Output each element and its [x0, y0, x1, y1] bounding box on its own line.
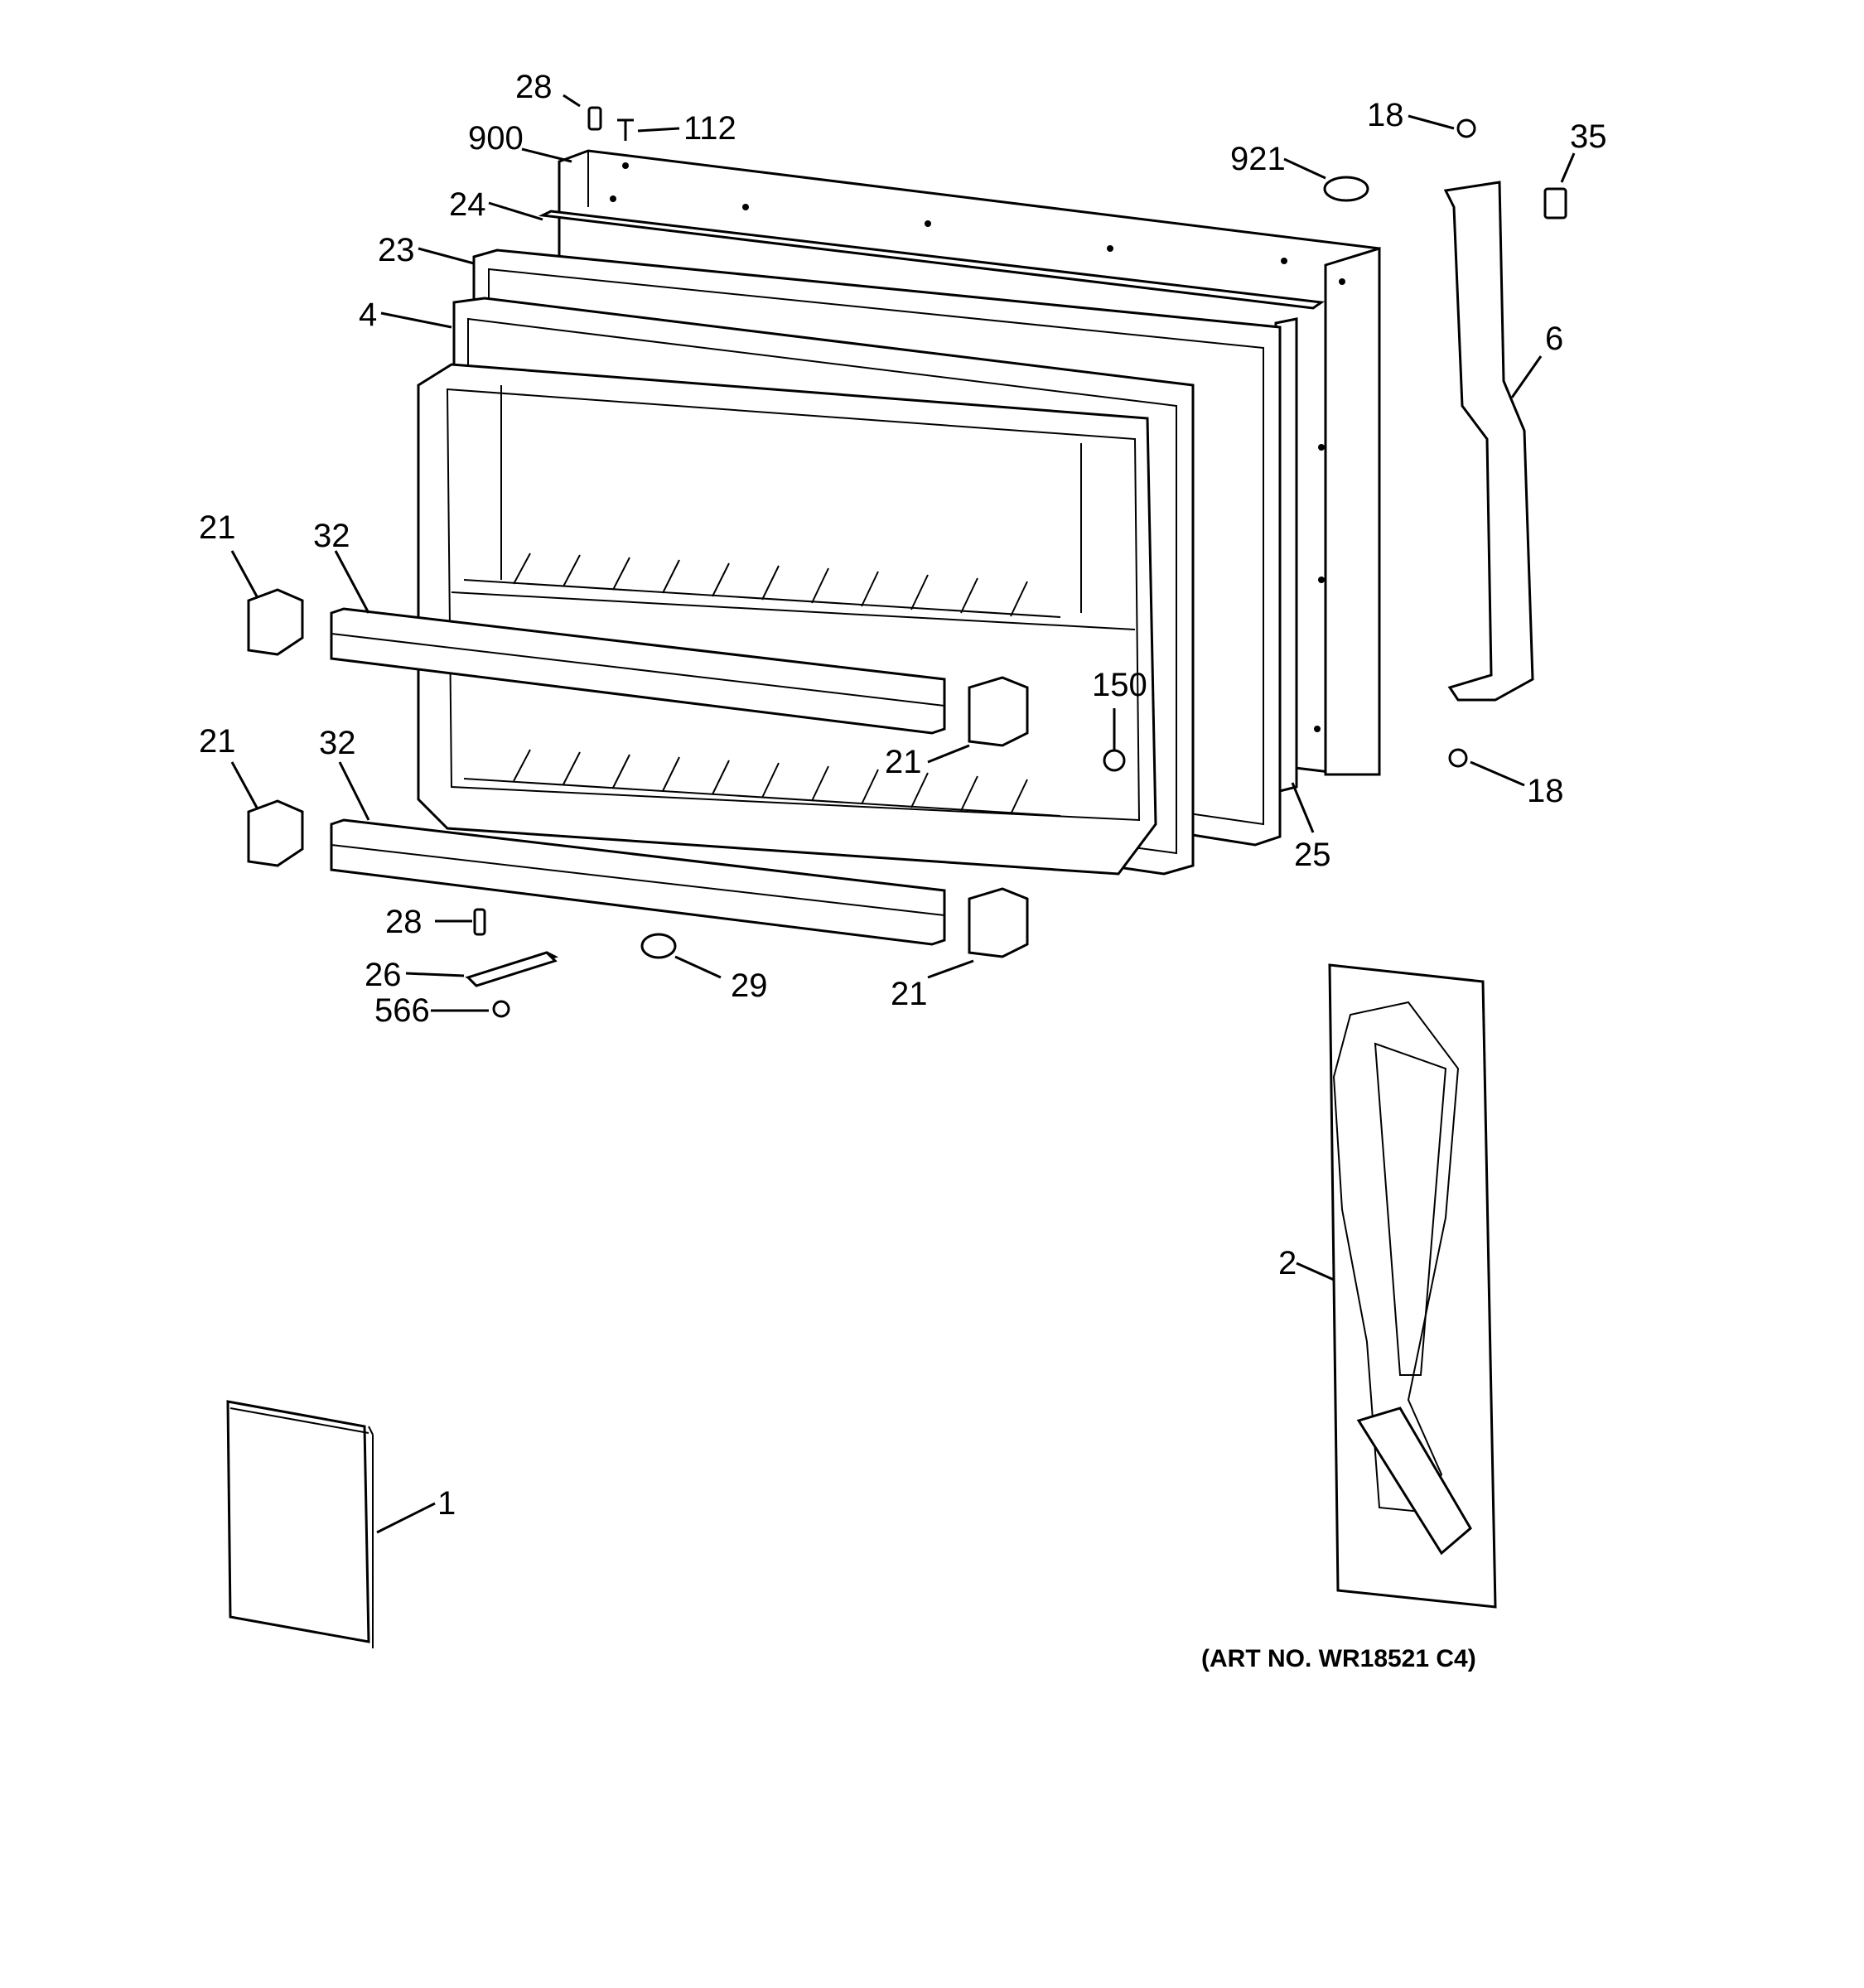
callout-21-right-upper: 21: [885, 744, 922, 780]
screw-28-bottom: [473, 908, 486, 936]
screw-150: [1103, 749, 1126, 772]
door-handle: [1443, 181, 1534, 702]
callout-23: 23: [378, 232, 415, 268]
callout-18-top: 18: [1367, 97, 1404, 133]
shelf-ribs-upper: [463, 552, 1061, 618]
screw-28-top: [587, 106, 602, 131]
callout-1: 1: [437, 1485, 456, 1522]
callout-6: 6: [1545, 321, 1563, 357]
callout-24: 24: [449, 186, 486, 223]
callout-32-upper: 32: [313, 518, 350, 554]
callout-28-top: 28: [515, 69, 553, 105]
screw-112: [617, 118, 634, 141]
shelf-bar-lower: [330, 818, 946, 946]
plate-26: [465, 951, 558, 987]
screw-18-bottom: [1448, 748, 1468, 768]
top-foam-strip: [538, 210, 1326, 310]
callout-32-lower: 32: [319, 725, 356, 761]
callout-26: 26: [365, 957, 402, 993]
callout-150: 150: [1092, 667, 1147, 703]
callout-112: 112: [683, 110, 736, 147]
callout-18-bottom: 18: [1527, 773, 1564, 809]
end-cap-left-upper: [247, 588, 304, 656]
leader-lines: [230, 94, 1576, 1534]
callout-25: 25: [1294, 837, 1331, 873]
plug-921: [1323, 176, 1369, 202]
callout-4: 4: [359, 297, 377, 333]
handle-package: [1328, 963, 1497, 1609]
end-cap-left-lower: [247, 799, 304, 867]
callout-21-left-lower: 21: [199, 723, 236, 760]
callout-2: 2: [1278, 1245, 1297, 1281]
door-shelf-bin: [417, 363, 1157, 876]
callout-labels: 28 112 900 24 23 4 921 18 35 6 21 32 21 …: [199, 69, 1607, 1672]
callout-900: 900: [468, 120, 524, 157]
end-cap-right-upper: [968, 676, 1029, 747]
owners-manual: [226, 1400, 374, 1648]
screw-18-top: [1456, 118, 1476, 138]
screw-566: [492, 1000, 510, 1018]
callout-21-right-lower: 21: [891, 976, 928, 1012]
art-number: (ART NO. WR18521 C4): [1201, 1645, 1476, 1672]
callout-35: 35: [1570, 118, 1607, 155]
callout-28-bottom: 28: [385, 904, 423, 940]
callout-29: 29: [731, 967, 768, 1004]
end-cap-right-lower: [968, 887, 1029, 958]
handle-cap-35: [1543, 187, 1567, 220]
callout-566: 566: [374, 992, 430, 1029]
shelf-ribs-lower: [463, 749, 1061, 817]
grommet-29: [640, 933, 677, 959]
callout-21-left-upper: 21: [199, 509, 236, 546]
callout-921: 921: [1230, 141, 1286, 177]
shelf-bar-upper: [330, 607, 946, 735]
